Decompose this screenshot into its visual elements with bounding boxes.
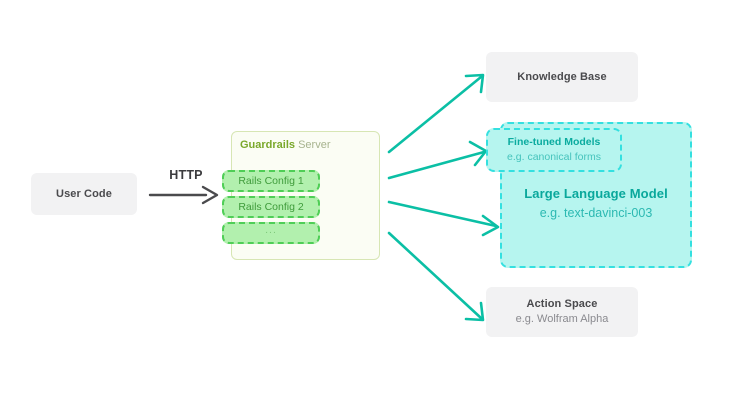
action-space-subtitle: e.g. Wolfram Alpha [515,313,609,325]
knowledge-base-node: Knowledge Base [486,52,638,102]
rails-config-item[interactable]: Rails Config 1 [222,170,320,192]
fine-tuned-models-node: Fine-tuned Models e.g. canonical forms [486,128,622,172]
large-language-model-title: Large Language Model [524,186,668,201]
rails-config-label: ... [265,223,277,236]
rails-config-item[interactable]: Rails Config 2 [222,196,320,218]
fine-tuned-models-title: Fine-tuned Models [507,136,601,149]
guardrails-title-light: Server [298,139,331,151]
knowledge-base-title: Knowledge Base [517,70,607,83]
arrow-to-action-space [387,231,485,322]
large-language-model-subtitle: e.g. text-davinci-003 [539,205,653,220]
arrow-to-fine-tuned-models [387,140,488,180]
rails-config-item[interactable]: ... [222,222,320,244]
http-label: HTTP [169,168,203,182]
action-space-node: Action Space e.g. Wolfram Alpha [486,287,638,337]
user-code-label: User Code [56,187,112,200]
arrow-to-large-language-model [387,200,500,237]
arrow-to-knowledge-base [387,73,485,154]
user-code-node: User Code [31,173,137,215]
guardrails-server-title: Guardrails Server [240,138,331,152]
guardrails-title-strong: Guardrails [240,139,296,151]
rails-config-label: Rails Config 1 [238,174,304,187]
rails-config-label: Rails Config 2 [238,200,304,213]
fine-tuned-models-subtitle: e.g. canonical forms [507,151,601,163]
action-space-title: Action Space [526,298,598,311]
large-language-model-text: Large Language Model e.g. text-davinci-0… [500,185,692,222]
arrow-right-icon [148,185,219,205]
